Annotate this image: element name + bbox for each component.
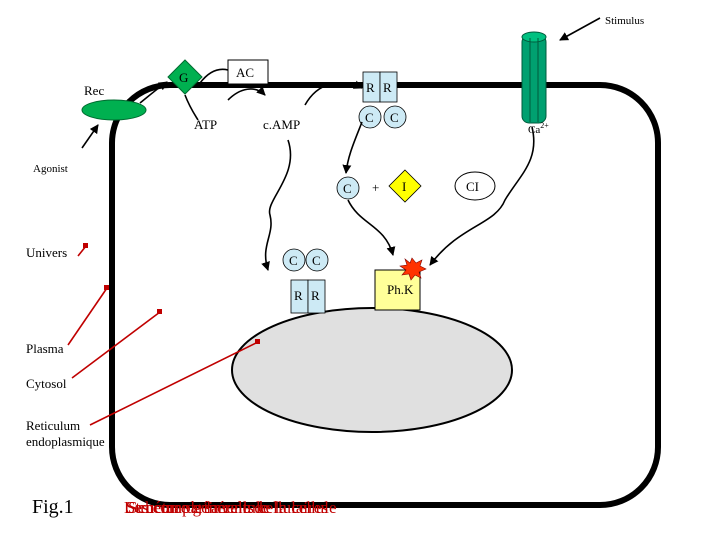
pointer-reticulum	[89, 341, 259, 426]
camp-wavy-arrow	[261, 139, 292, 271]
label-plus: +	[372, 180, 379, 195]
regulatory-subunit-low-2	[307, 279, 326, 314]
label-c-low-2: C	[312, 253, 321, 268]
inhibitor-diamond	[388, 169, 422, 203]
label-r-top-2: R	[383, 80, 392, 95]
regulatory-subunit-top-2	[379, 71, 398, 103]
title-overlap-2: Les compartiments cellulaires	[124, 498, 328, 517]
label-c-top-2: C	[390, 110, 399, 125]
calcium-channel-top	[521, 31, 547, 43]
label-reticulum-line2: endoplasmique	[26, 434, 105, 449]
calcium-wavy-arrow	[429, 126, 535, 266]
label-ci: CI	[466, 179, 479, 194]
pointer-plasma	[67, 287, 108, 346]
pointer-plasma-dot	[104, 285, 109, 290]
stimulus-arrow	[559, 17, 601, 41]
label-univers: Univers	[26, 245, 67, 260]
label-c-low-1: C	[289, 253, 298, 268]
pointer-univers-dot	[83, 243, 88, 248]
g-down-line	[184, 94, 199, 121]
catalytic-subunit-top-2	[383, 105, 407, 129]
c-release-arrow	[342, 121, 363, 174]
label-camp: c.AMP	[263, 117, 300, 132]
title-overlap-3: Schéma de la cellule	[128, 498, 268, 517]
label-rec: Rec	[84, 83, 104, 98]
rec-to-g-arrow	[139, 81, 168, 104]
label-ca: Ca2+	[528, 121, 549, 136]
label-reticulum-line1: Reticulum	[26, 418, 80, 433]
label-atp: ATP	[194, 117, 217, 132]
label-r-low-1: R	[294, 288, 303, 303]
label-r-top-1: R	[366, 80, 375, 95]
label-c-free: C	[343, 181, 352, 196]
pointer-reticulum-dot	[255, 339, 260, 344]
nucleus	[231, 307, 513, 433]
overlapping-titles: Structure générale de la cellule Les com…	[124, 498, 337, 517]
catalytic-subunit-top-1	[358, 105, 382, 129]
label-i: I	[402, 179, 406, 194]
activation-burst	[399, 257, 427, 281]
label-stimulus: Stimulus	[605, 15, 644, 27]
pointer-lines	[67, 243, 260, 426]
calcium-channel	[521, 34, 547, 124]
agonist-arrow	[81, 124, 99, 149]
label-plasma: Plasma	[26, 341, 64, 356]
label-c-top-1: C	[365, 110, 374, 125]
ci-complex	[454, 171, 496, 201]
atp-to-camp-arrow	[227, 86, 266, 101]
label-phk: Ph.K	[387, 282, 414, 297]
label-agonist: Agonist	[33, 163, 68, 175]
figure-label: Fig.1	[32, 496, 74, 518]
label-r-low-2: R	[311, 288, 320, 303]
g-protein	[167, 59, 203, 95]
catalytic-subunit-free	[336, 176, 360, 200]
adenylate-cyclase-box	[227, 59, 269, 85]
c-to-phk-arrow	[347, 199, 396, 256]
g-to-ac-line	[199, 68, 229, 84]
label-g: G	[179, 70, 188, 85]
title-overlap-1: Structure générale de la cellule	[126, 498, 337, 517]
catalytic-subunit-low-2	[305, 248, 329, 272]
receptor	[81, 99, 147, 121]
label-cytosol: Cytosol	[26, 376, 67, 391]
pointer-cytosol	[71, 311, 161, 379]
label-ac: AC	[236, 65, 254, 80]
camp-to-rr-arrow	[304, 80, 363, 106]
pointer-cytosol-dot	[157, 309, 162, 314]
catalytic-subunit-low-1	[282, 248, 306, 272]
